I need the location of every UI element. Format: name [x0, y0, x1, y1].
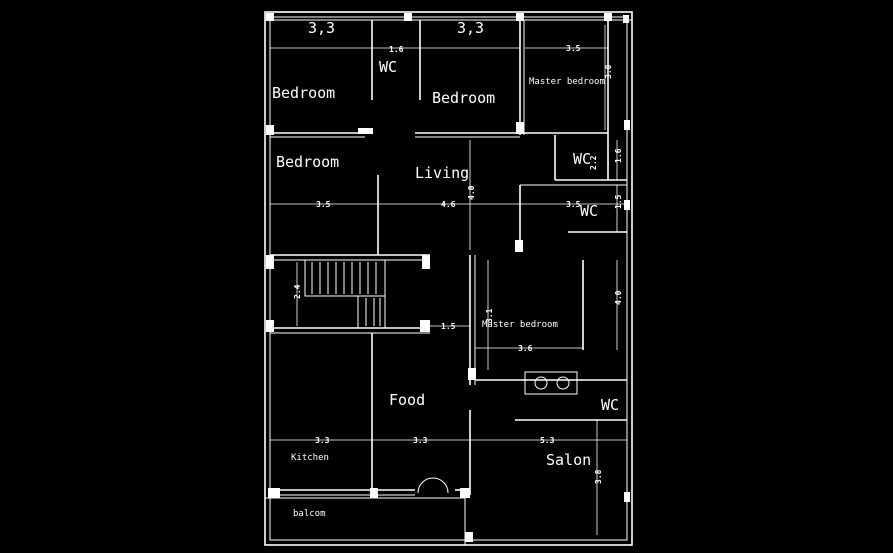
dim-living-height: 4.0	[467, 185, 476, 200]
room-label-master-bedroom-mid: Master bedroom	[482, 320, 558, 330]
dimension-labels: 3,3 3,3 1.6 3.5 3.0 1.6 2.2 3.5 4.6 3.5 …	[293, 19, 623, 484]
dim-wc-right-1-height: 1.6	[614, 148, 623, 163]
room-label-bedroom-top-left: Bedroom	[272, 84, 335, 102]
dim-wc-width: 1.6	[389, 45, 404, 54]
dim-corridor-width: 1.5	[441, 322, 456, 331]
outer-walls	[264, 11, 633, 546]
room-label-master-bedroom-top: Master bedroom	[529, 77, 605, 87]
room-label-balcony: balcom	[293, 509, 326, 519]
dim-master-top-height: 3.0	[604, 64, 613, 79]
dim-salon-height: 3.8	[594, 469, 603, 484]
dim-top-left-width: 3,3	[308, 19, 335, 37]
dim-wc-right-2-height: 1.5	[614, 194, 623, 209]
room-label-food: Food	[389, 391, 425, 409]
room-label-bedroom-top-mid: Bedroom	[432, 89, 495, 107]
room-label-living: Living	[415, 164, 469, 182]
dim-master-mid-height: 3.1	[485, 308, 494, 323]
dim-top-mid-width: 3,3	[457, 19, 484, 37]
dim-master-top-width: 3.5	[566, 44, 581, 53]
interior-walls	[270, 20, 628, 540]
staircase	[311, 262, 381, 326]
room-label-wc-top: WC	[379, 58, 397, 76]
dim-row2-mid: 4.6	[441, 200, 456, 209]
dim-master-mid-right-height: 4.0	[614, 290, 623, 305]
dim-row4-mid: 3.3	[413, 436, 428, 445]
dim-master-mid-width: 3.6	[518, 344, 533, 353]
room-label-wc-right-2: WC	[580, 202, 598, 220]
room-label-salon: Salon	[546, 451, 591, 469]
dim-row2-right: 3.5	[566, 200, 581, 209]
dim-row2-left: 3.5	[316, 200, 331, 209]
room-label-bedroom-left: Bedroom	[276, 153, 339, 171]
dim-wc-right-1-width: 2.2	[589, 155, 598, 170]
dim-row4-right: 5.3	[540, 436, 555, 445]
dim-row4-left: 3.3	[315, 436, 330, 445]
room-label-wc-right-3: WC	[601, 396, 619, 414]
room-label-kitchen: Kitchen	[291, 453, 329, 463]
fixtures	[417, 371, 578, 494]
dimension-lines	[270, 25, 627, 535]
room-label-wc-right-1: WC	[573, 150, 591, 168]
room-labels: Bedroom WC Bedroom Master bedroom WC Bed…	[272, 58, 619, 519]
columns	[266, 13, 630, 542]
dim-stair-height: 2.4	[293, 284, 302, 299]
